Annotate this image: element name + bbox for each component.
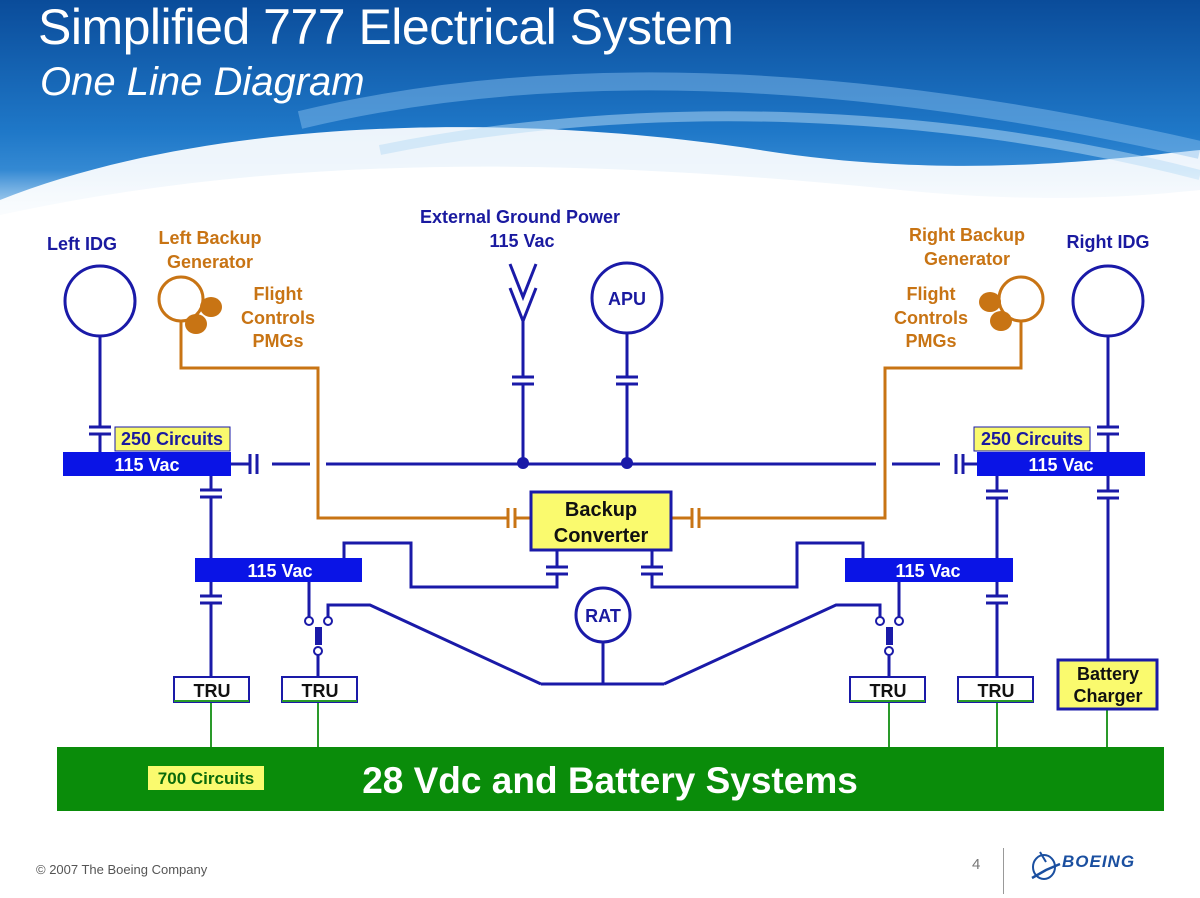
backup-converter-label-line1: Backup xyxy=(565,499,637,521)
backup-converter-outputs xyxy=(342,541,865,589)
ext-power-label-line2: 115 Vac xyxy=(489,231,554,251)
boeing-symbol-icon xyxy=(1031,851,1061,880)
left-idg-generator-symbol xyxy=(63,264,137,338)
slide-header: Simplified 777 Electrical System One Lin… xyxy=(0,0,1200,240)
left-backup-label-line2: Generator xyxy=(167,252,253,272)
left-main-bus-label: 115 Vac xyxy=(114,455,179,475)
page-number: 4 xyxy=(972,856,981,873)
left-pmgs-label-line3: PMGs xyxy=(252,331,303,351)
left-transfer-relay xyxy=(315,627,322,645)
right-backup-label-line2: Generator xyxy=(924,249,1010,269)
tru-4-label: TRU xyxy=(978,681,1015,701)
right-transfer-relay xyxy=(886,627,893,645)
left-pmgs-label-line1: Flight xyxy=(254,284,303,304)
right-pmgs-label-line1: Flight xyxy=(907,284,956,304)
left-main-bus-feeders xyxy=(200,476,222,558)
ext-power-plug-icon xyxy=(508,263,538,302)
right-idg-generator-symbol xyxy=(1071,264,1145,338)
left-backup-generator xyxy=(157,275,531,528)
dc-feeders xyxy=(210,702,1108,747)
left-pmgs-label-line2: Controls xyxy=(241,308,315,328)
battery-charger xyxy=(1056,658,1159,711)
boeing-logo: BOEING xyxy=(1028,848,1168,882)
slide-title: Simplified 777 Electrical System xyxy=(38,0,734,55)
left-transfer-ac-bus xyxy=(195,558,362,582)
right-pmg-icon xyxy=(979,292,1001,312)
right-circuits-label: 250 Circuits xyxy=(981,429,1083,449)
right-circuits-badge xyxy=(973,426,1091,452)
slide-subtitle: One Line Diagram xyxy=(40,60,365,104)
right-transfer-ac-bus xyxy=(845,558,1013,582)
right-pmgs-label-line3: PMGs xyxy=(905,331,956,351)
left-backup-label-line1: Left Backup xyxy=(158,228,261,248)
backup-converter xyxy=(529,490,673,552)
external-ground-power xyxy=(508,263,538,469)
dc-circuits-badge xyxy=(148,766,264,790)
right-transfer-feeders xyxy=(663,582,1008,686)
tru-2-label: TRU xyxy=(302,681,339,701)
right-transfer-bus-label: 115 Vac xyxy=(895,561,960,581)
left-transfer-relay-contact xyxy=(304,616,314,626)
footer-divider xyxy=(1003,848,1004,894)
left-idg xyxy=(63,264,137,452)
right-backup-label-line1: Right Backup xyxy=(909,225,1025,245)
rat-label: RAT xyxy=(585,606,621,626)
backup-converter-label-line2: Converter xyxy=(554,525,649,547)
right-main-bus-label: 115 Vac xyxy=(1028,455,1093,475)
battery-charger-label-line2: Charger xyxy=(1073,686,1142,706)
left-pmg-icon xyxy=(185,314,207,334)
left-main-ac-bus xyxy=(63,452,231,476)
left-pmg-icon xyxy=(200,297,222,317)
tru-1-label: TRU xyxy=(194,681,231,701)
apu-label: APU xyxy=(608,289,646,309)
rat xyxy=(541,586,664,686)
header-swoosh-background xyxy=(0,0,1200,240)
right-pmg-icon xyxy=(990,311,1012,331)
copyright-text: © 2007 The Boeing Company xyxy=(36,862,208,877)
right-main-ac-bus xyxy=(977,452,1145,476)
tru-units xyxy=(173,676,1034,703)
right-idg xyxy=(1071,264,1145,452)
left-transfer-bus-label: 115 Vac xyxy=(247,561,312,581)
right-backup-generator xyxy=(671,275,1045,528)
left-circuits-badge xyxy=(114,426,231,452)
right-idg-label: Right IDG xyxy=(1067,232,1150,252)
right-pmgs-label-line2: Controls xyxy=(894,308,968,328)
tie-bus xyxy=(231,454,977,474)
ext-power-label-line1: External Ground Power xyxy=(420,207,620,227)
left-transfer-feeders xyxy=(200,582,542,686)
left-circuits-label: 250 Circuits xyxy=(121,429,223,449)
tru-3-label: TRU xyxy=(870,681,907,701)
boeing-wordmark: BOEING xyxy=(1062,852,1136,871)
left-idg-label: Left IDG xyxy=(47,234,117,254)
right-transfer-relay-contact xyxy=(875,616,885,626)
battery-charger-label-line1: Battery xyxy=(1077,664,1139,684)
tru-4 xyxy=(957,676,1034,703)
dc-bus-label: 28 Vdc and Battery Systems xyxy=(362,760,858,801)
dc-circuits-label: 700 Circuits xyxy=(158,769,254,788)
right-main-bus-feeders xyxy=(986,476,1119,662)
